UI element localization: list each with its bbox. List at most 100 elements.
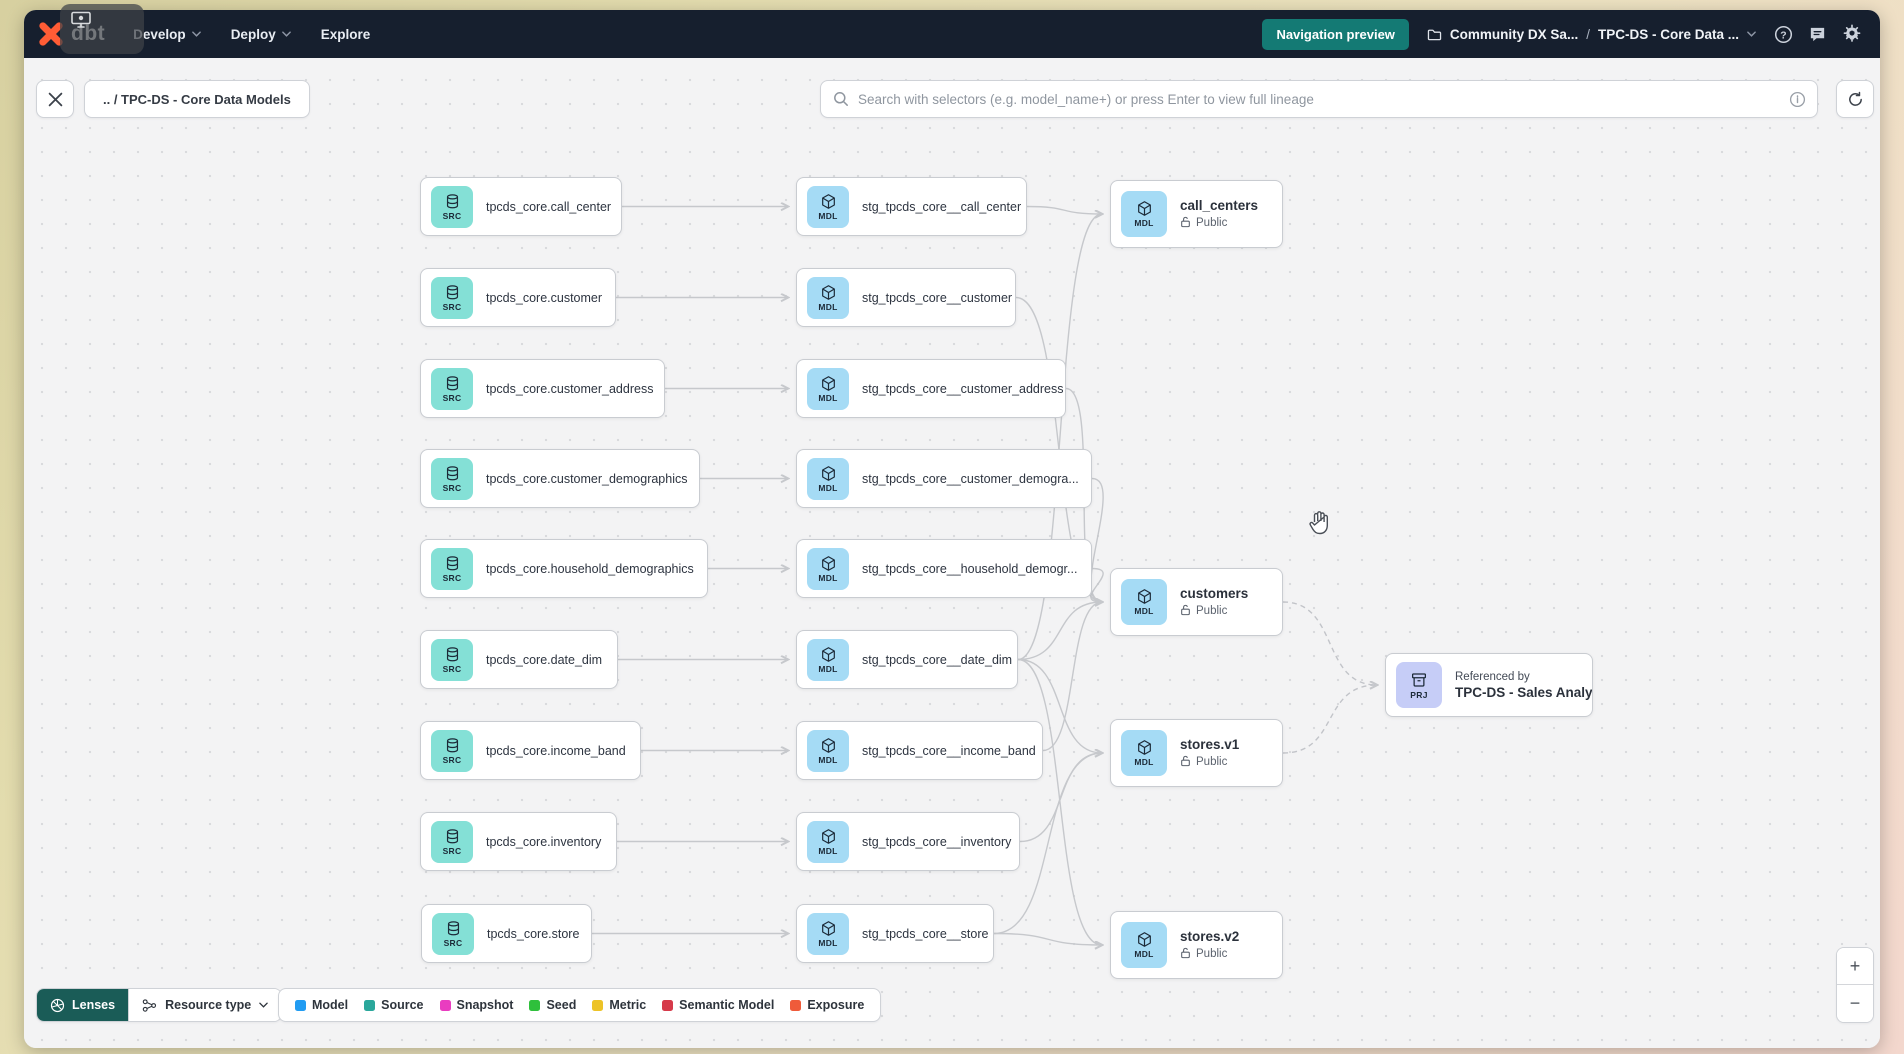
visibility-badge: Public [1180,604,1248,619]
resource-type-button[interactable]: Resource type [128,989,282,1021]
node-tpcds-core.inventory[interactable]: SRC tpcds_core.inventory [420,812,617,871]
node-label: stores.v1 [1180,736,1240,752]
cube-icon: MDL [807,820,849,863]
cube-icon: MDL [807,638,849,681]
node-stg-tpcds-core-call-center[interactable]: MDL stg_tpcds_core__call_center [796,177,1027,236]
database-icon: SRC [431,638,473,681]
database-icon: SRC [432,912,474,955]
dbt-logo-icon [39,22,63,46]
cube-icon: MDL [807,547,849,590]
node-label: tpcds_core.inventory [486,834,602,849]
svg-text:?: ? [1780,30,1786,41]
lock-open-icon [1180,216,1191,231]
legend-model: Model [295,998,348,1012]
breadcrumb-project[interactable]: Community DX Sa... [1449,26,1579,42]
feedback-icon[interactable] [1808,25,1827,44]
navigation-preview-button[interactable]: Navigation preview [1262,18,1409,50]
lock-open-icon [1180,604,1191,619]
lens-icon [50,998,65,1012]
node-tpcds-core.customer-address[interactable]: SRC tpcds_core.customer_address [420,359,665,418]
node-label: tpcds_core.household_demographics [486,561,694,576]
cube-icon: MDL [807,457,849,500]
legend-source: Source [364,998,424,1012]
chevron-down-icon [281,31,291,37]
node-label: stores.v2 [1180,928,1240,944]
lenses-button[interactable]: Lenses [37,989,129,1021]
visibility-badge: Public [1180,947,1239,962]
node-tpcds-core.income-band[interactable]: SRC tpcds_core.income_band [420,721,641,780]
menu-develop[interactable]: Develop [133,27,201,42]
node-stg-tpcds-core-customer[interactable]: MDL stg_tpcds_core__customer [796,268,1016,327]
search-input[interactable] [858,91,1777,107]
search-icon [834,92,848,106]
lock-open-icon [1180,947,1191,962]
node-label: tpcds_core.customer [486,290,603,305]
node-label: tpcds_core.date_dim [486,652,603,667]
chevron-down-icon[interactable] [1747,31,1756,37]
settings-icon[interactable] [1842,24,1862,44]
node-label: stg_tpcds_core__household_demogr... [862,561,1078,576]
breadcrumb-page[interactable]: TPC-DS - Core Data ... [1597,26,1739,42]
close-lineage-button[interactable] [36,80,74,118]
node-label: stg_tpcds_core__call_center [862,199,1022,214]
node-label: tpcds_core.customer_demographics [486,471,688,486]
menu-explore[interactable]: Explore [320,26,371,42]
chevron-down-icon [191,31,201,37]
menu-deploy[interactable]: Deploy [231,27,291,42]
node-label: stg_tpcds_core__customer [862,290,1013,305]
node-label: tpcds_core.income_band [486,743,626,758]
node-tpcds-core.date-dim[interactable]: SRC tpcds_core.date_dim [420,630,618,689]
node-label: stg_tpcds_core__date_dim [862,652,1013,667]
cube-icon: MDL [807,276,849,319]
node-label: TPC-DS - Sales Analytics [1455,684,1593,700]
node-label: customers [1180,585,1249,601]
project-icon: PRJ [1396,662,1442,708]
zoom-controls: + − [1836,947,1874,1023]
cube-icon: MDL [1121,579,1167,625]
screenshare-indicator [60,4,144,54]
help-icon[interactable]: ? [1774,25,1793,44]
node-label: tpcds_core.call_center [486,199,612,214]
lineage-breadcrumb-chip[interactable]: .. / TPC-DS - Core Data Models [84,80,310,118]
breadcrumb[interactable]: Community DX Sa... / TPC-DS - Core Data … [1427,27,1756,42]
legend-swatch [662,999,674,1011]
refresh-lineage-button[interactable] [1836,80,1874,118]
cube-icon: MDL [1121,191,1167,237]
node-stg-tpcds-core-household-demogr...[interactable]: MDL stg_tpcds_core__household_demogr... [796,539,1092,598]
legend-swatch [364,999,376,1011]
cube-icon: MDL [807,185,849,228]
database-icon: SRC [431,729,473,772]
zoom-out-button[interactable]: − [1837,985,1873,1022]
database-icon: SRC [431,367,473,410]
cube-icon: MDL [1121,922,1167,968]
node-label: tpcds_core.customer_address [486,381,654,396]
legend-seed: Seed [529,998,576,1012]
refresh-icon [1848,91,1862,106]
legend-swatch [529,999,541,1011]
zoom-in-button[interactable]: + [1837,948,1873,985]
database-icon: SRC [431,820,473,863]
node-label: stg_tpcds_core__customer_address [862,381,1064,396]
visibility-badge: Public [1180,216,1258,231]
node-stg-tpcds-core-date-dim[interactable]: MDL stg_tpcds_core__date_dim [796,630,1018,689]
monitor-icon [71,11,91,28]
info-icon[interactable] [1789,91,1806,113]
app-window: dbt Develop Deploy Explore Navigation pr… [24,10,1880,1048]
